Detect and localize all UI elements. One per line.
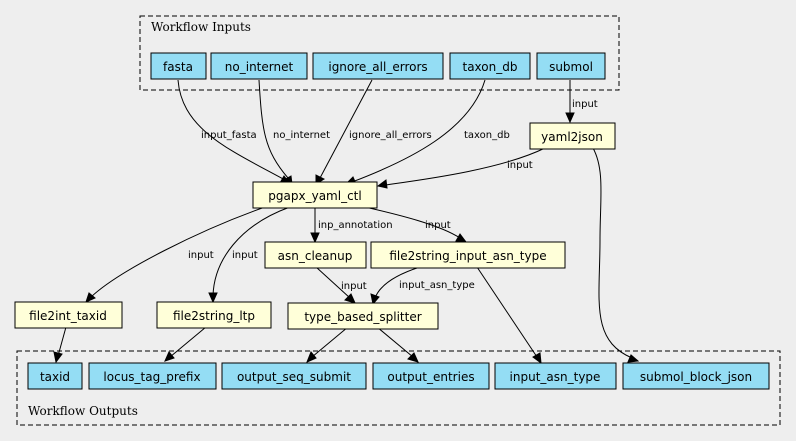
node-file2int-taxid[interactable]: file2int_taxid bbox=[14, 301, 123, 329]
node-type-based-splitter[interactable]: type_based_splitter bbox=[287, 302, 439, 330]
workflow-outputs-label: Workflow Outputs bbox=[28, 404, 138, 418]
node-fasta-label: fasta bbox=[163, 60, 193, 74]
edge-label-pgapx-input: input bbox=[425, 220, 451, 231]
edge-submol-to-yaml2json: input bbox=[565, 80, 598, 124]
node-input-asn-type-label: input_asn_type bbox=[510, 370, 601, 384]
edge-label-ignore-all-errors: ignore_all_errors bbox=[349, 130, 432, 141]
node-taxon-db-label: taxon_db bbox=[463, 60, 518, 74]
node-yaml2json[interactable]: yaml2json bbox=[529, 122, 616, 150]
edge-file2string-to-type-based-splitter: input_asn_type bbox=[370, 266, 475, 306]
edge-no-internet-to-pgapx-yaml-ctl: no_internet bbox=[258, 79, 330, 185]
node-submol-block-json[interactable]: submol_block_json bbox=[622, 362, 770, 390]
node-taxid[interactable]: taxid bbox=[27, 362, 83, 390]
edge-label-cleanup-input: input bbox=[341, 281, 367, 292]
node-file2string-ltp[interactable]: file2string_ltp bbox=[156, 301, 272, 329]
edge-asn-cleanup-to-type-based-splitter: input bbox=[315, 266, 367, 304]
edge-label-submol-input: input bbox=[572, 99, 598, 110]
node-locus-tag-prefix[interactable]: locus_tag_prefix bbox=[88, 362, 217, 390]
edge-pgapx-to-file2string-input-asn-type: input bbox=[364, 206, 468, 243]
node-submol[interactable]: submol bbox=[536, 52, 606, 80]
node-ignore-all-errors-label: ignore_all_errors bbox=[328, 60, 427, 74]
node-pgapx-yaml-ctl-label: pgapx_yaml_ctl bbox=[268, 189, 361, 203]
edge-yaml2json-to-submol-block-json bbox=[592, 147, 640, 363]
edge-splitter-to-output-entries bbox=[376, 326, 419, 363]
node-file2string-ltp-label: file2string_ltp bbox=[173, 309, 255, 323]
node-asn-cleanup-label: asn_cleanup bbox=[278, 249, 353, 263]
edge-label-ltp-input: input bbox=[232, 250, 258, 261]
edge-pgapx-to-asn-cleanup: inp_annotation bbox=[310, 207, 393, 244]
edge-ignore-all-errors-to-pgapx-yaml-ctl: ignore_all_errors bbox=[315, 79, 432, 185]
node-submol-block-json-label: submol_block_json bbox=[640, 370, 752, 384]
edge-label-taxon-db: taxon_db bbox=[464, 130, 510, 141]
node-locus-tag-prefix-label: locus_tag_prefix bbox=[103, 370, 200, 384]
node-ignore-all-errors[interactable]: ignore_all_errors bbox=[312, 52, 444, 80]
node-output-seq-submit-label: output_seq_submit bbox=[237, 370, 351, 384]
edge-pgapx-to-file2int-taxid: input bbox=[85, 206, 266, 303]
node-output-entries[interactable]: output_entries bbox=[372, 362, 490, 390]
edge-file2string-to-input-asn-type bbox=[476, 266, 542, 365]
node-no-internet-label: no_internet bbox=[225, 60, 294, 74]
edge-label-taxid-input: input bbox=[188, 250, 214, 261]
node-output-seq-submit[interactable]: output_seq_submit bbox=[221, 362, 367, 390]
edge-label-input-asn-type: input_asn_type bbox=[399, 280, 475, 291]
edge-label-no-internet: no_internet bbox=[273, 130, 330, 141]
node-yaml2json-label: yaml2json bbox=[541, 130, 603, 144]
node-output-entries-label: output_entries bbox=[387, 370, 474, 384]
workflow-outputs-cluster: Workflow Outputs bbox=[16, 350, 781, 426]
edge-label-yaml2json-input: input bbox=[507, 160, 533, 171]
edge-file2int-taxid-to-taxid bbox=[53, 326, 67, 364]
node-file2string-input-asn-type-label: file2string_input_asn_type bbox=[389, 249, 546, 263]
node-type-based-splitter-label: type_based_splitter bbox=[304, 310, 421, 324]
node-taxon-db[interactable]: taxon_db bbox=[449, 52, 531, 80]
edge-pgapx-to-file2string-ltp: input bbox=[208, 206, 291, 304]
node-asn-cleanup[interactable]: asn_cleanup bbox=[264, 241, 367, 269]
edge-label-inp-annotation: inp_annotation bbox=[318, 220, 393, 231]
workflow-inputs-label: Workflow Inputs bbox=[151, 20, 251, 34]
node-fasta[interactable]: fasta bbox=[150, 52, 207, 80]
edge-label-input-fasta: input_fasta bbox=[201, 130, 257, 141]
edge-file2string-ltp-to-locus-tag-prefix bbox=[164, 326, 207, 362]
node-no-internet[interactable]: no_internet bbox=[210, 52, 308, 80]
edge-splitter-to-output-seq-submit bbox=[306, 326, 349, 363]
node-taxid-label: taxid bbox=[40, 370, 70, 384]
node-file2string-input-asn-type[interactable]: file2string_input_asn_type bbox=[370, 241, 566, 269]
edge-yaml2json-to-pgapx-yaml-ctl: input bbox=[376, 147, 546, 189]
node-input-asn-type[interactable]: input_asn_type bbox=[494, 362, 617, 390]
workflow-inputs-cluster: Workflow Inputs bbox=[139, 15, 620, 91]
node-submol-label: submol bbox=[549, 60, 593, 74]
node-pgapx-yaml-ctl[interactable]: pgapx_yaml_ctl bbox=[252, 181, 378, 209]
node-file2int-taxid-label: file2int_taxid bbox=[29, 309, 107, 323]
